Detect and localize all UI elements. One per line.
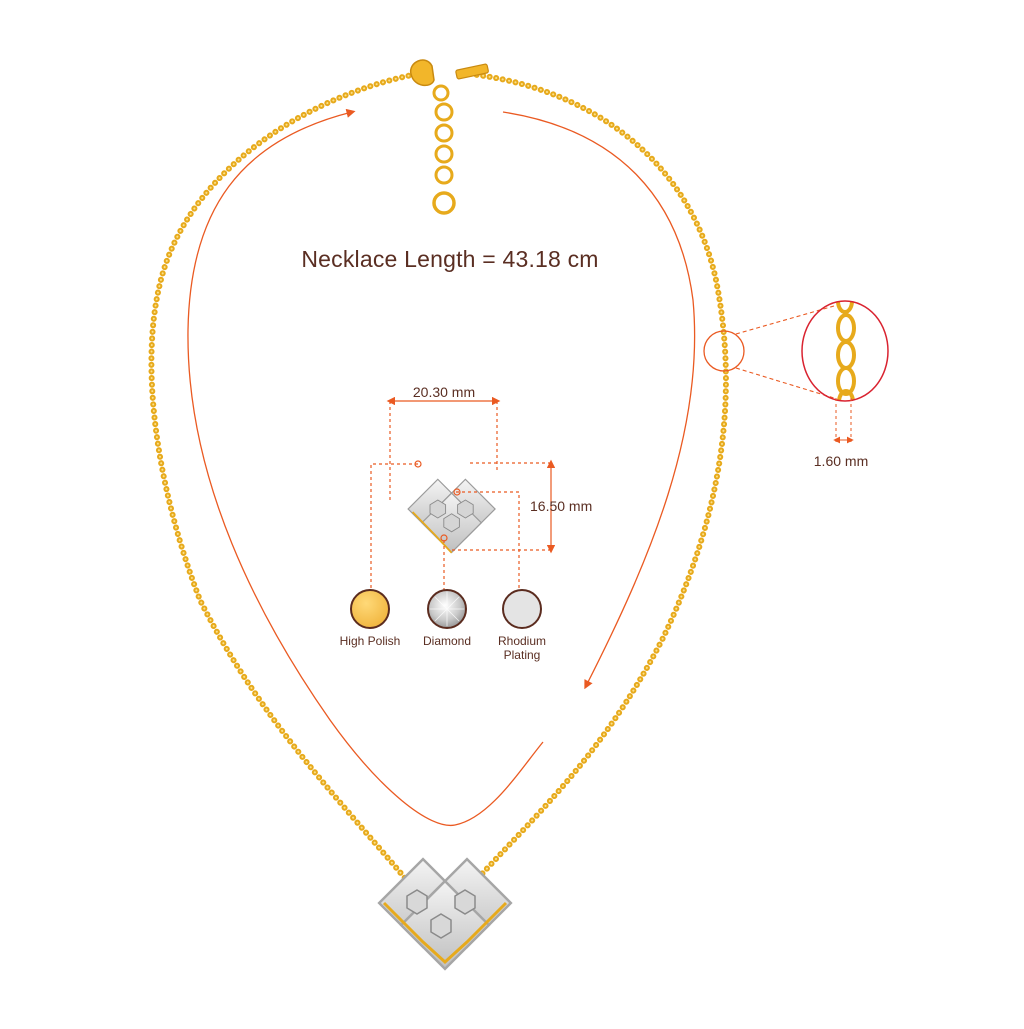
extender-chain (432, 84, 456, 215)
necklace-chain (148, 69, 729, 893)
pendant-dimension-lines (370, 396, 556, 592)
material-label-diamond: Diamond (422, 634, 472, 648)
material-swatches (350, 589, 542, 629)
chain-zoom (703, 300, 889, 444)
length-arrows (187, 108, 696, 827)
necklace-length-title: Necklace Length = 43.18 cm (301, 246, 599, 272)
chain-thickness-label: 1.60 mm (813, 453, 869, 469)
zoomed-chain-links (836, 301, 856, 401)
pendant-height-label: 16.50 mm (530, 498, 593, 514)
pendant (377, 857, 513, 971)
material-label-rhodium: Rhodium Plating (497, 634, 547, 662)
clasp (410, 59, 489, 87)
pendant-detail (407, 478, 496, 554)
pendant-width-label: 20.30 mm (412, 384, 476, 400)
material-label-high-polish: High Polish (339, 634, 401, 648)
rhodium-swatch (502, 589, 542, 629)
diamond-facets-icon (430, 592, 464, 626)
pendant-small (407, 478, 496, 554)
zoom-circle (801, 300, 889, 402)
zoom-source-circle (703, 330, 745, 372)
high-polish-swatch (350, 589, 390, 629)
